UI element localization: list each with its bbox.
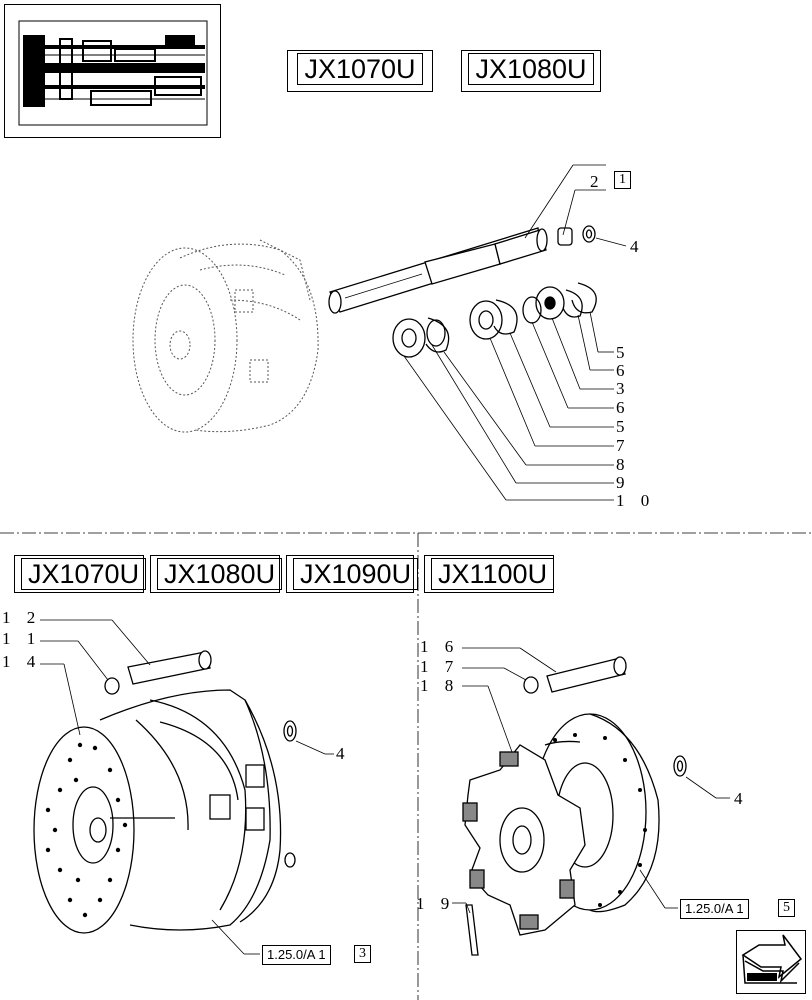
clutch-ghost bbox=[132, 239, 319, 433]
dowel-pin-19 bbox=[465, 904, 479, 956]
leaders-bl bbox=[40, 619, 334, 955]
model-box-bl-2: JX1080U bbox=[150, 555, 283, 593]
bushing bbox=[557, 227, 573, 246]
model-box-top-2: JX1080U bbox=[461, 50, 601, 92]
callout-19: 1 9 bbox=[416, 894, 456, 913]
bearing-set bbox=[392, 282, 597, 358]
washer-11 bbox=[104, 677, 120, 695]
model-box-top-1: JX1070U bbox=[287, 50, 433, 92]
callout-ref-square-1: 1 bbox=[614, 171, 631, 189]
bolt-12 bbox=[127, 651, 211, 685]
callout-10: 1 0 bbox=[616, 491, 656, 510]
callout-18: 1 8 bbox=[420, 676, 460, 695]
ref-square-5: 5 bbox=[778, 899, 795, 917]
callout-6a: 6 bbox=[616, 361, 631, 380]
leaders-top bbox=[403, 164, 627, 501]
next-page-button[interactable] bbox=[736, 930, 806, 994]
model-box-bl-1: JX1070U bbox=[14, 555, 147, 593]
next-page-arrow-icon bbox=[741, 934, 803, 984]
callout-8: 8 bbox=[616, 455, 631, 474]
callout-9: 9 bbox=[616, 473, 631, 492]
callout-14: 1 4 bbox=[2, 652, 42, 671]
callout-16: 1 6 bbox=[420, 637, 460, 656]
callout-2: 2 bbox=[590, 172, 605, 191]
callout-6b: 6 bbox=[616, 398, 631, 417]
ref-square-3: 3 bbox=[354, 945, 371, 963]
ref-link-left[interactable]: 1.25.0/A 1 bbox=[262, 945, 331, 965]
model-box-br-1: JX1100U bbox=[424, 555, 555, 593]
bolt-16 bbox=[546, 657, 626, 693]
callout-11: 1 1 bbox=[2, 629, 42, 648]
callout-4-left: 4 bbox=[336, 744, 351, 763]
callout-5b: 5 bbox=[616, 417, 631, 436]
callout-4-right: 4 bbox=[734, 789, 749, 808]
ref-link-right[interactable]: 1.25.0/A 1 bbox=[680, 899, 749, 919]
callout-4-top: 4 bbox=[630, 237, 645, 256]
clutch-assembly-left bbox=[33, 689, 296, 934]
input-shaft bbox=[328, 227, 548, 314]
callout-3: 3 bbox=[616, 379, 631, 398]
callout-5a: 5 bbox=[616, 343, 631, 362]
washer-17 bbox=[523, 676, 539, 694]
friction-disc-dots bbox=[45, 742, 128, 918]
transmission-thumbnail bbox=[4, 4, 221, 138]
clutch-assembly-right bbox=[462, 713, 660, 936]
model-box-bl-3: JX1090U bbox=[286, 555, 419, 593]
transmission-section-icon bbox=[18, 20, 208, 126]
leaders-br bbox=[452, 647, 730, 914]
callout-7: 7 bbox=[616, 436, 631, 455]
callout-17: 1 7 bbox=[420, 657, 460, 676]
callout-12: 1 2 bbox=[2, 608, 42, 627]
